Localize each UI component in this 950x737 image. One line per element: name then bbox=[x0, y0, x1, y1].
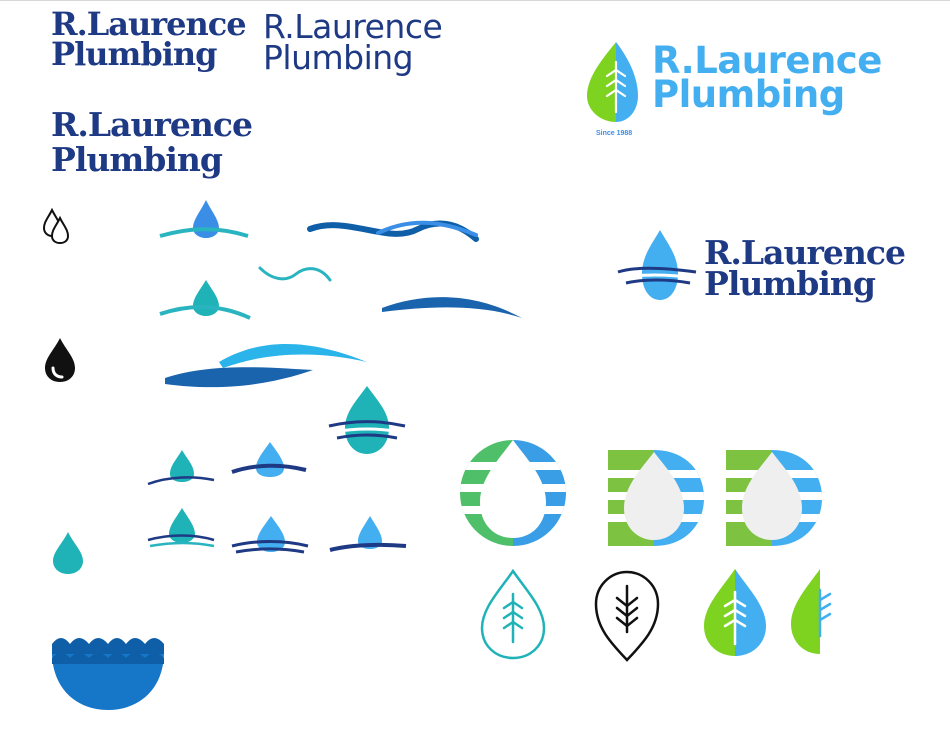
wordmark-serif-spaced: R.Laurence Plumbing bbox=[51, 105, 253, 179]
drop-swoosh-icon bbox=[159, 200, 249, 238]
wave-line-icon bbox=[307, 220, 479, 242]
wordmark-navy-serif: R.Laurence Plumbing bbox=[704, 233, 906, 303]
double-drop-outline-icon bbox=[42, 207, 70, 245]
ring-drop-icon bbox=[726, 450, 822, 546]
wordmark-line1: R.Laurence bbox=[652, 39, 882, 82]
pin-leaf-icon bbox=[594, 570, 660, 662]
wordmark-line1: R.Laurence bbox=[51, 5, 247, 43]
leaf-drop-icon bbox=[791, 569, 832, 654]
wordmark-line1: R.Laurence bbox=[704, 233, 906, 272]
ring-drop-icon bbox=[460, 440, 566, 546]
black-drop-icon bbox=[45, 338, 75, 382]
wordmark-line1: R.Laurence bbox=[51, 105, 253, 144]
drop-waves-icon bbox=[328, 386, 406, 454]
wordmark-sans: R.Laurence Plumbing bbox=[263, 7, 443, 77]
drop-waves-icon bbox=[617, 230, 697, 300]
leaf-drop-icon bbox=[704, 569, 766, 656]
wordmark-line2: Plumbing bbox=[652, 73, 845, 117]
since-label: Since 1988 bbox=[596, 130, 633, 137]
drop-waves-icon bbox=[147, 508, 215, 548]
wordmark-line2: Plumbing bbox=[51, 139, 223, 179]
double-swoosh-icon bbox=[165, 343, 367, 388]
ring-drop-icon bbox=[608, 450, 704, 546]
leaf-drop-icon bbox=[480, 568, 546, 660]
drop-wave-icon bbox=[147, 450, 215, 486]
drop-waves-icon bbox=[231, 516, 309, 554]
canvas-top-border bbox=[0, 0, 950, 1]
wordmark-line2: Plumbing bbox=[263, 37, 414, 77]
wordmark-line1: R.Laurence bbox=[263, 7, 443, 46]
drop-wave-icon bbox=[329, 516, 407, 552]
wordmark-blue-sans: R.Laurence Plumbing bbox=[652, 39, 882, 117]
small-wave-icon bbox=[258, 266, 332, 282]
drop-wave-icon bbox=[231, 442, 307, 477]
drop-wave-icon bbox=[159, 280, 251, 320]
wordmark-serif-compact: R.Laurence Plumbing bbox=[51, 5, 247, 73]
ocean-bowl-icon bbox=[52, 638, 164, 710]
leaf-drop-icon bbox=[587, 42, 638, 122]
long-swoosh-icon bbox=[382, 297, 522, 318]
wordmark-line2: Plumbing bbox=[51, 34, 218, 73]
wordmark-line2: Plumbing bbox=[704, 263, 876, 303]
teal-drop-icon bbox=[53, 532, 83, 574]
